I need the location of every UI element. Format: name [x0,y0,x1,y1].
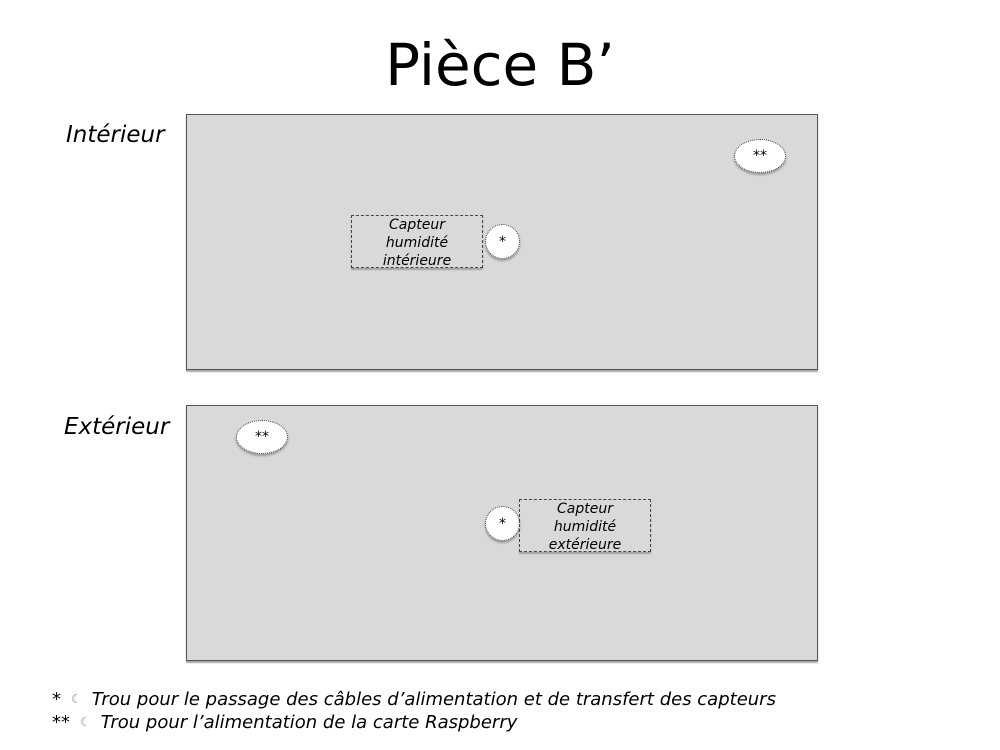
moon-icon: ☾ [71,692,82,706]
exterior-power-hole: ** [236,420,288,454]
interior-cable-hole: * [485,224,520,259]
legend-item-cable-hole: * ☾ Trou pour le passage des câbles d’alim… [52,688,776,711]
exterior-cable-hole: * [485,506,520,541]
sensor-line: Capteur [389,217,445,233]
legend-text: Trou pour l’alimentation de la carte Ras… [100,712,518,733]
interior-panel: ** Capteur humidité intérieure * [186,114,818,370]
legend-mark: ** [52,712,70,733]
sensor-line: intérieure [382,253,452,268]
page-title: Pièce B’ [385,31,615,99]
exterior-label: Extérieur [64,414,170,440]
legend-mark: * [52,689,61,710]
interior-label: Intérieur [66,122,165,148]
sensor-line: extérieure [548,537,622,552]
interior-humidity-sensor: Capteur humidité intérieure [351,215,483,268]
exterior-humidity-sensor: Capteur humidité extérieure [519,499,651,552]
sensor-line: humidité [385,235,449,251]
interior-power-hole: ** [734,139,786,173]
exterior-panel: ** * Capteur humidité extérieure [186,405,818,661]
sensor-line: humidité [553,519,617,535]
legend-item-power-hole: ** ☾ Trou pour l’alimentation de la carte … [52,711,517,734]
moon-icon: ☾ [80,715,91,729]
sensor-line: Capteur [557,501,613,517]
legend-text: Trou pour le passage des câbles d’alimen… [91,689,776,710]
